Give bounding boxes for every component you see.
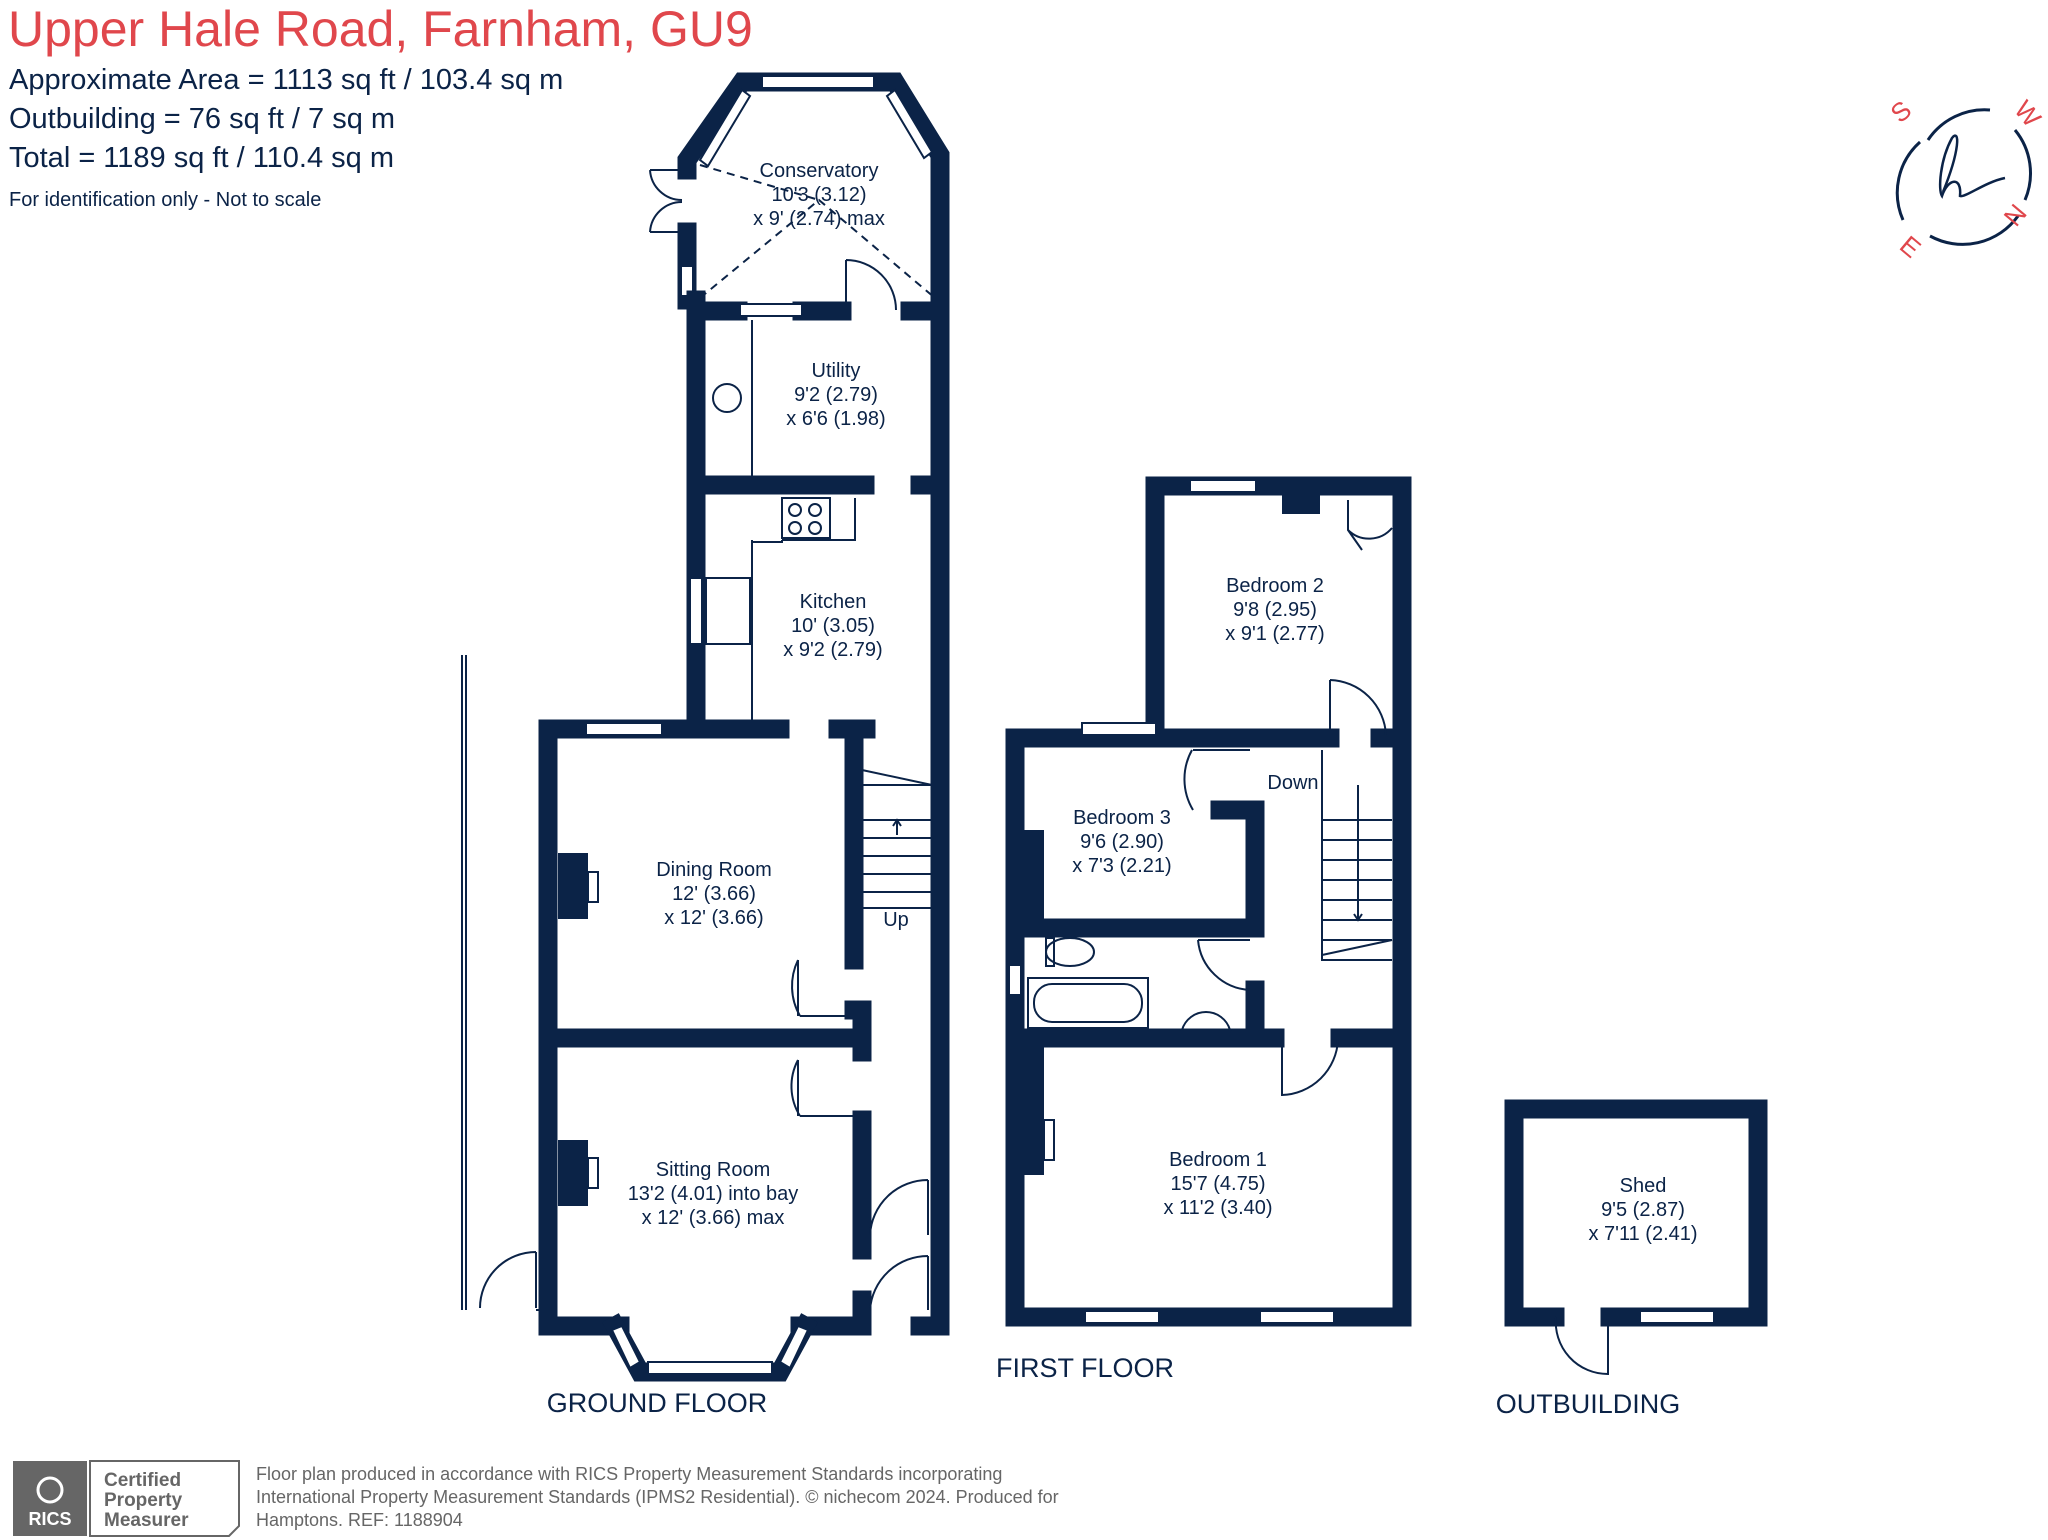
footer-line2: International Property Measurement Stand…	[256, 1487, 1059, 1507]
compass-e: E	[1894, 230, 1927, 264]
first-floor-plan: Bedroom 2 9'8 (2.95) x 9'1 (2.77) Bedroo…	[996, 476, 1412, 1383]
stairs-down-label: Down	[1267, 772, 1318, 794]
dining-dim1: 12' (3.66)	[672, 883, 756, 905]
dining-dim2: x 12' (3.66)	[664, 907, 763, 929]
utility-label: Utility	[812, 360, 861, 382]
bedroom3-label: Bedroom 3	[1073, 807, 1171, 829]
scale-note: For identification only - Not to scale	[9, 189, 321, 211]
footer-line1: Floor plan produced in accordance with R…	[256, 1464, 1002, 1484]
ground-floor-label: GROUND FLOOR	[547, 1388, 768, 1418]
kitchen-dim2: x 9'2 (2.79)	[783, 639, 882, 661]
sitting-label: Sitting Room	[656, 1159, 771, 1181]
property-title: Upper Hale Road, Farnham, GU9	[8, 1, 753, 57]
utility-dim1: 9'2 (2.79)	[794, 384, 878, 406]
bedroom1-label: Bedroom 1	[1169, 1149, 1267, 1171]
badge-line2: Property	[104, 1490, 183, 1511]
bedroom2-dim1: 9'8 (2.95)	[1233, 599, 1317, 621]
compass-n: N	[1998, 198, 2033, 232]
bedroom1-dim1: 15'7 (4.75)	[1171, 1173, 1266, 1195]
stairs-up-label: Up	[883, 909, 909, 931]
kitchen-label: Kitchen	[800, 591, 867, 613]
conservatory-dim1: 10'3 (3.12)	[772, 184, 867, 206]
sitting-dim2: x 12' (3.66) max	[642, 1207, 785, 1229]
bedroom2-label: Bedroom 2	[1226, 575, 1324, 597]
utility-dim2: x 6'6 (1.98)	[786, 408, 885, 430]
shed-dim1: 9'5 (2.87)	[1601, 1199, 1685, 1221]
footer-line3: Hamptons. REF: 1188904	[256, 1510, 463, 1530]
approx-area: Approximate Area = 1113 sq ft / 103.4 sq…	[9, 64, 563, 96]
dining-label: Dining Room	[656, 859, 772, 881]
bedroom1-dim2: x 11'2 (3.40)	[1163, 1197, 1272, 1219]
total-area: Total = 1189 sq ft / 110.4 sq m	[9, 142, 394, 174]
first-floor-label: FIRST FLOOR	[996, 1353, 1174, 1383]
compass-s: S	[1885, 94, 1918, 128]
kitchen-dim1: 10' (3.05)	[791, 615, 875, 637]
outbuilding-area: Outbuilding = 76 sq ft / 7 sq m	[9, 103, 395, 135]
badge-line1: Certified	[104, 1470, 181, 1491]
shed-label: Shed	[1620, 1175, 1667, 1197]
outbuilding-label: OUTBUILDING	[1496, 1389, 1681, 1419]
rics-badge: RICS Certified Property Measurer	[13, 1460, 240, 1537]
bedroom2-dim2: x 9'1 (2.77)	[1225, 623, 1324, 645]
compass-w: W	[2008, 95, 2047, 133]
compass-logo: S W N E	[1885, 94, 2048, 263]
sitting-dim1: 13'2 (4.01) into bay	[628, 1183, 799, 1205]
rics-logo-text: RICS	[28, 1509, 71, 1529]
conservatory-label: Conservatory	[760, 160, 879, 182]
shed-dim2: x 7'11 (2.41)	[1588, 1223, 1697, 1245]
ground-floor-plan: Conservatory 10'3 (3.12) x 9' (2.74) max…	[461, 72, 950, 1418]
conservatory-dim2: x 9' (2.74) max	[753, 208, 885, 230]
badge-line3: Measurer	[104, 1510, 189, 1531]
bedroom3-dim1: 9'6 (2.90)	[1080, 831, 1164, 853]
bedroom3-dim2: x 7'3 (2.21)	[1072, 855, 1171, 877]
outbuilding-plan: Shed 9'5 (2.87) x 7'11 (2.41) OUTBUILDIN…	[1496, 1099, 1768, 1419]
